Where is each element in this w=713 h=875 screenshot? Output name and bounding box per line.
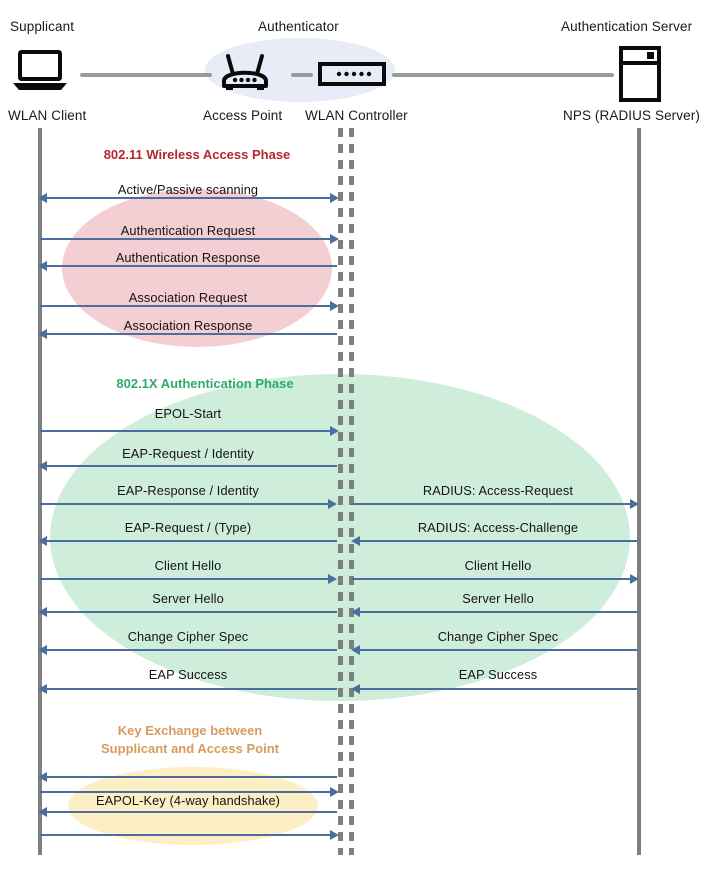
link-client-to-ap <box>80 73 212 77</box>
message-line-k1 <box>47 776 337 778</box>
message-line-m10 <box>40 578 333 580</box>
arrow-head-left-r5 <box>351 645 360 655</box>
arrow-head-left-m3 <box>38 261 47 271</box>
message-label-client-hello-right: Client Hello <box>464 558 532 573</box>
message-label-server-hello-right: Server Hello <box>462 591 534 606</box>
arrow-head-left-m9 <box>38 536 47 546</box>
message-label-eap-response-identity: EAP-Response / Identity <box>117 483 259 498</box>
message-line-m2 <box>40 238 335 240</box>
message-line-k2 <box>40 791 335 793</box>
message-label-radius-access-challenge: RADIUS: Access-Challenge <box>417 520 579 535</box>
message-label-eap-success-right: EAP Success <box>458 667 538 682</box>
actor-role-authenticator: Authenticator <box>258 19 339 34</box>
message-label-server-hello-left: Server Hello <box>152 591 224 606</box>
message-label-eapol-key-4way-handshake: EAPOL-Key (4-way handshake) <box>95 793 281 808</box>
message-line-m7 <box>47 465 337 467</box>
server-rack-icon <box>619 46 661 107</box>
message-label-active-passive-scanning: Active/Passive scanning <box>117 182 259 197</box>
phase-label-80211: 802.11 Wireless Access Phase <box>103 147 291 162</box>
message-line-r6 <box>359 688 637 690</box>
message-line-m12 <box>47 649 337 651</box>
arrow-head-right-r1 <box>630 499 639 509</box>
message-line-k3 <box>47 811 337 813</box>
message-line-m11 <box>47 611 337 613</box>
arrow-head-left-m1 <box>38 193 47 203</box>
phase-highlight-key-exchange <box>68 767 318 845</box>
message-line-m1 <box>47 197 335 199</box>
message-label-radius-access-request: RADIUS: Access-Request <box>422 483 574 498</box>
wireless-router-icon <box>216 48 274 99</box>
arrow-head-right-m4 <box>330 301 339 311</box>
message-line-m5 <box>47 333 337 335</box>
message-line-m4 <box>40 305 335 307</box>
arrow-head-left-r6 <box>351 684 360 694</box>
message-label-association-response: Association Response <box>123 318 253 333</box>
message-label-epol-start: EPOL-Start <box>154 406 222 421</box>
arrow-head-left-r2 <box>351 536 360 546</box>
message-line-r2 <box>359 540 637 542</box>
lifeline-auth-server <box>637 128 641 855</box>
phase-label-key-exchange-line1: Key Exchange between <box>117 723 263 738</box>
message-line-r3 <box>351 578 634 580</box>
arrow-head-left-m5 <box>38 329 47 339</box>
arrow-head-right-m8 <box>328 499 337 509</box>
message-label-eap-success-left: EAP Success <box>148 667 228 682</box>
link-controller-to-server <box>392 73 614 77</box>
message-label-change-cipher-spec-left: Change Cipher Spec <box>127 629 249 644</box>
message-label-change-cipher-spec-right: Change Cipher Spec <box>437 629 559 644</box>
phase-label-8021x: 802.1X Authentication Phase <box>116 376 294 391</box>
arrow-head-left-m12 <box>38 645 47 655</box>
actor-device-access-point: Access Point <box>203 108 283 123</box>
message-label-authentication-response: Authentication Response <box>115 250 261 265</box>
lifeline-access-point <box>338 128 343 855</box>
lifeline-supplicant <box>38 128 42 855</box>
arrow-head-left-r4 <box>351 607 360 617</box>
message-line-r1 <box>351 503 634 505</box>
arrow-head-right-m1 <box>330 193 339 203</box>
arrow-head-left-k1 <box>38 772 47 782</box>
message-label-eap-request-identity: EAP-Request / Identity <box>122 446 254 461</box>
arrow-head-left-m13 <box>38 684 47 694</box>
message-line-r5 <box>359 649 637 651</box>
actor-role-supplicant: Supplicant <box>10 19 75 34</box>
message-line-r4 <box>359 611 637 613</box>
message-label-association-request: Association Request <box>128 290 248 305</box>
actor-device-wlan-client: WLAN Client <box>8 108 87 123</box>
phase-highlight-80211 <box>62 189 332 347</box>
arrow-head-right-k4 <box>330 830 339 840</box>
message-line-m13 <box>47 688 337 690</box>
message-line-m9 <box>47 540 337 542</box>
arrow-head-right-m2 <box>330 234 339 244</box>
lifeline-wlan-controller <box>349 128 354 855</box>
message-label-client-hello-left: Client Hello <box>154 558 222 573</box>
laptop-icon <box>10 50 70 97</box>
message-label-eap-request-type: EAP-Request / (Type) <box>124 520 252 535</box>
authenticator-group-highlight <box>205 38 395 102</box>
message-line-m6 <box>40 430 335 432</box>
message-line-m3 <box>47 265 337 267</box>
arrow-head-right-r3 <box>630 574 639 584</box>
arrow-head-right-m10 <box>328 574 337 584</box>
actor-device-wlan-controller: WLAN Controller <box>305 108 408 123</box>
message-line-k4 <box>40 834 335 836</box>
switch-icon <box>318 62 386 91</box>
arrow-head-left-m7 <box>38 461 47 471</box>
arrow-head-right-k2 <box>330 787 339 797</box>
actor-role-authentication-server: Authentication Server <box>561 19 693 34</box>
arrow-head-left-k3 <box>38 807 47 817</box>
link-ap-to-controller <box>291 73 313 77</box>
phase-label-key-exchange-line2: Supplicant and Access Point <box>101 741 279 756</box>
message-line-m8 <box>40 503 333 505</box>
message-label-authentication-request: Authentication Request <box>120 223 256 238</box>
arrow-head-left-m11 <box>38 607 47 617</box>
arrow-head-right-m6 <box>330 426 339 436</box>
actor-device-nps-radius-server: NPS (RADIUS Server) <box>563 108 700 123</box>
